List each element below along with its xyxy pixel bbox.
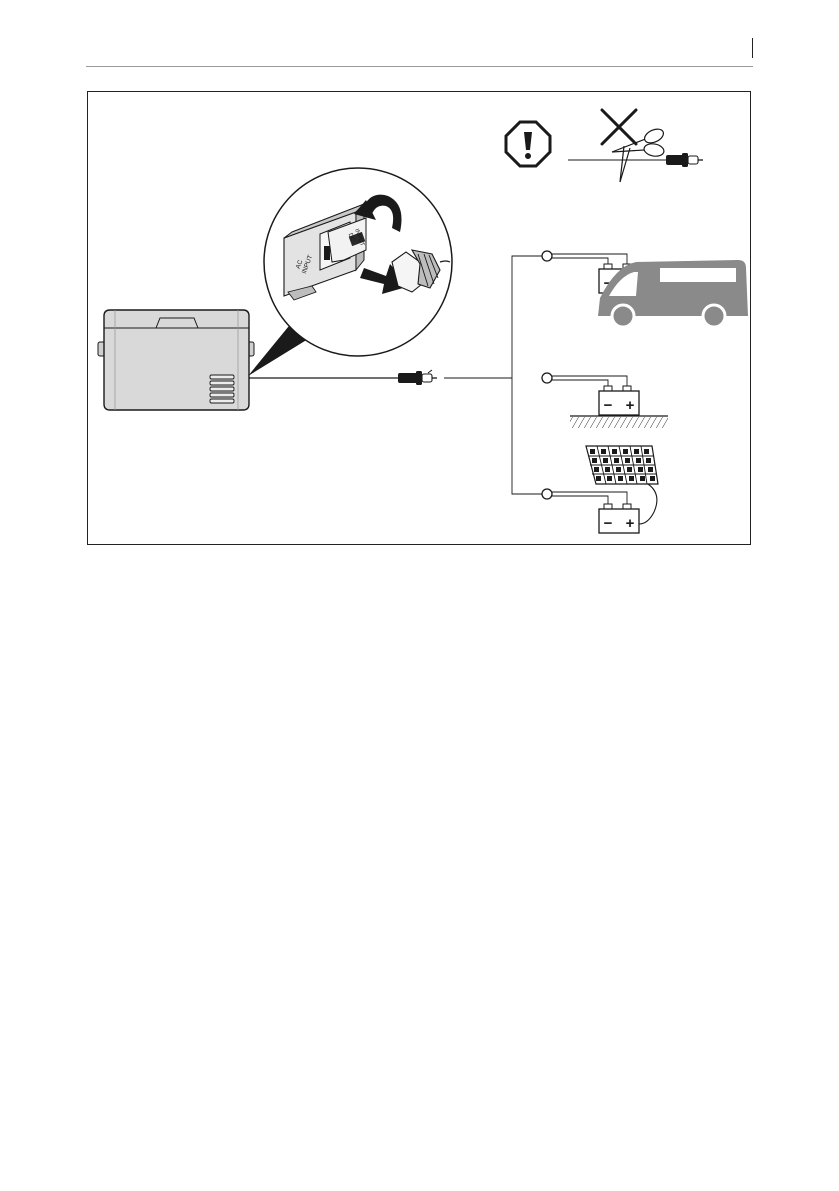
cross-icon [602,110,636,144]
battery-plus-label: + [626,515,635,532]
ground-hatch [570,416,668,428]
source-stationary: − + [542,373,668,428]
battery-icon: − + [599,386,639,415]
cooler-box [98,310,254,410]
warning-icon [506,122,550,166]
battery-minus-label: − [604,515,613,532]
header-rule [86,66,753,67]
source-solar: − + [542,446,658,533]
connection-diagram: AC INPUT DC INPUT [87,91,751,545]
battery-icon: − + [599,504,639,533]
source-bracket [512,256,543,494]
scissors-icon [612,126,666,182]
cigarette-plug-icon [398,370,437,385]
cooler-vents [210,375,234,403]
diagram-canvas: AC INPUT DC INPUT [88,92,751,545]
warning-plug-icon [666,153,703,167]
battery-plus-label: + [626,397,635,414]
crop-mark [752,38,753,58]
battery-minus-label: − [604,397,613,414]
van-icon [598,260,748,327]
source-vehicle: − + [542,251,748,327]
